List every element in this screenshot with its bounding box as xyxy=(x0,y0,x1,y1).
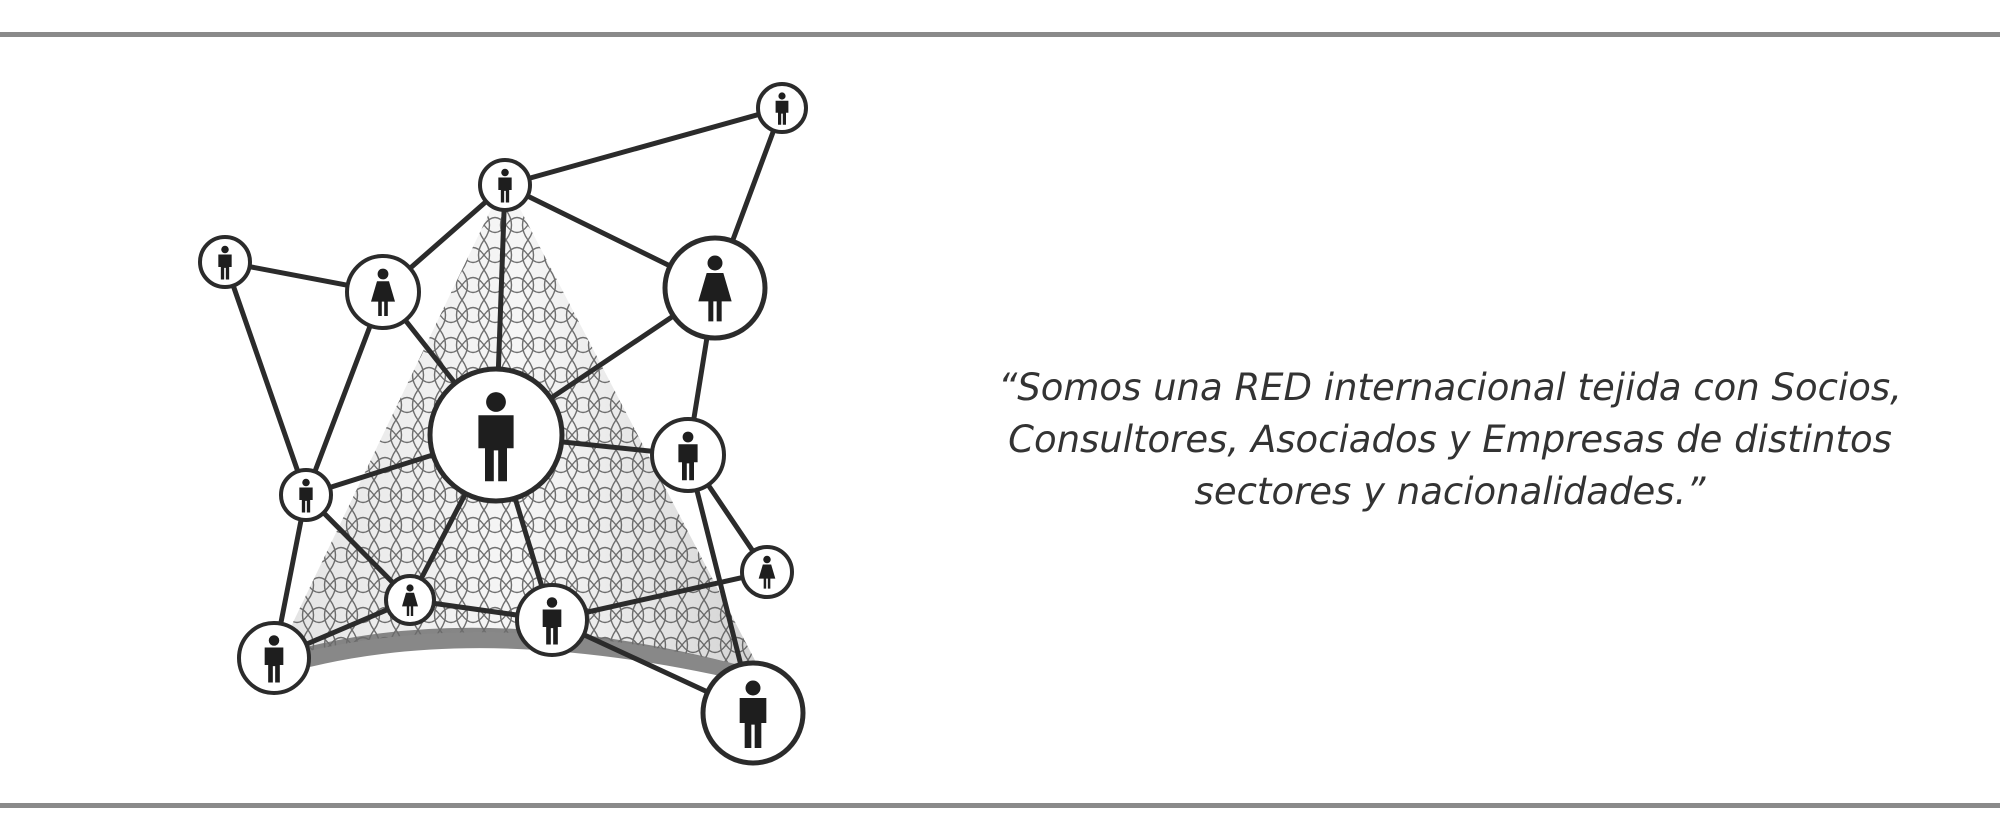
person-icon xyxy=(740,545,794,599)
top-divider xyxy=(0,32,2000,37)
person-icon xyxy=(515,583,589,657)
person-icon xyxy=(650,417,726,493)
person-icon xyxy=(198,235,252,289)
person-icon xyxy=(237,621,311,695)
person-icon xyxy=(384,574,436,626)
quote-line-1: “Somos una RED internacional tejida con … xyxy=(998,366,1902,409)
person-icon xyxy=(700,660,806,766)
mission-quote: “Somos una RED internacional tejida con … xyxy=(975,362,1925,518)
connection-line xyxy=(502,105,785,188)
connection-line xyxy=(222,259,309,498)
people-network-icon xyxy=(198,82,808,766)
network-nodes xyxy=(198,82,808,766)
person-icon xyxy=(756,82,808,134)
quote-line-3: sectores y nacionalidades.” xyxy=(1194,470,1706,513)
person-icon xyxy=(279,468,333,522)
bottom-divider xyxy=(0,803,2000,808)
person-icon xyxy=(345,254,421,330)
quote-line-2: Consultores, Asociados y Empresas de dis… xyxy=(1008,418,1892,461)
person-icon xyxy=(427,366,565,504)
person-icon xyxy=(662,235,768,341)
person-icon xyxy=(478,158,532,212)
